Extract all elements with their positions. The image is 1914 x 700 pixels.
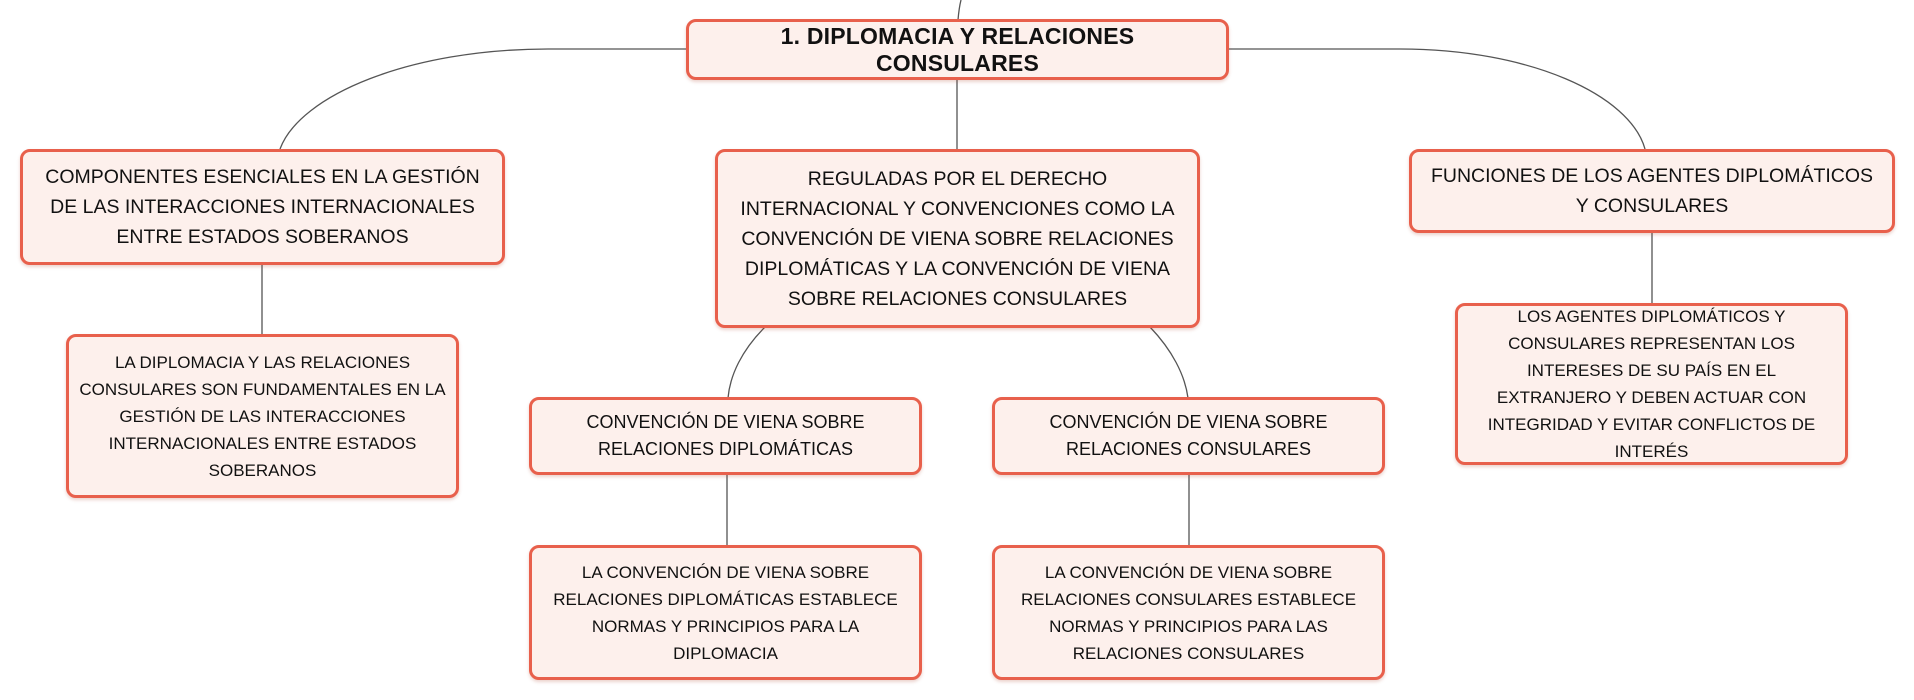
branch-topic-components-label: COMPONENTES ESENCIALES EN LA GESTIÓN DE … (45, 166, 480, 248)
branch-topic-functions-label: FUNCIONES DE LOS AGENTES DIPLOMÁTICOS Y … (1430, 165, 1874, 217)
connector-root-branch-3 (1228, 48, 1646, 150)
connector-branch-2-child-1 (727, 326, 766, 399)
branch-topic-components[interactable]: COMPONENTES ESENCIALES EN LA GESTIÓN DE … (20, 149, 505, 265)
root-topic[interactable]: 1. DIPLOMACIA Y RELACIONES CONSULARES (686, 19, 1229, 80)
branch-topic-regulation-label: REGULADAS POR EL DERECHO INTERNACIONAL Y… (740, 167, 1175, 310)
branch-topic-regulation[interactable]: REGULADAS POR EL DERECHO INTERNACIONAL Y… (715, 149, 1200, 328)
detail-diplomatic-convention[interactable]: LA CONVENCIÓN DE VIENA SOBRE RELACIONES … (529, 545, 922, 680)
detail-components-text: LA DIPLOMACIA Y LAS RELACIONES CONSULARE… (79, 352, 446, 480)
subtopic-consular-convention-label: CONVENCIÓN DE VIENA SOBRE RELACIONES CON… (1049, 412, 1328, 459)
detail-diplomatic-convention-text: LA CONVENCIÓN DE VIENA SOBRE RELACIONES … (553, 562, 898, 663)
detail-functions[interactable]: LOS AGENTES DIPLOMÁTICOS Y CONSULARES RE… (1455, 303, 1848, 465)
subtopic-diplomatic-convention[interactable]: CONVENCIÓN DE VIENA SOBRE RELACIONES DIP… (529, 397, 922, 475)
connector-root-parent (957, 0, 962, 21)
branch-topic-functions[interactable]: FUNCIONES DE LOS AGENTES DIPLOMÁTICOS Y … (1409, 149, 1895, 233)
subtopic-consular-convention[interactable]: CONVENCIÓN DE VIENA SOBRE RELACIONES CON… (992, 397, 1385, 475)
detail-consular-convention-text: LA CONVENCIÓN DE VIENA SOBRE RELACIONES … (1020, 562, 1357, 663)
subtopic-diplomatic-convention-label: CONVENCIÓN DE VIENA SOBRE RELACIONES DIP… (586, 412, 865, 459)
root-topic-label: 1. DIPLOMACIA Y RELACIONES CONSULARES (780, 22, 1135, 76)
connector-branch-2-child-2 (1149, 326, 1189, 399)
detail-functions-text: LOS AGENTES DIPLOMÁTICOS Y CONSULARES RE… (1487, 307, 1816, 461)
connector-root-branch-1 (279, 48, 686, 150)
detail-components[interactable]: LA DIPLOMACIA Y LAS RELACIONES CONSULARE… (66, 334, 459, 498)
detail-consular-convention[interactable]: LA CONVENCIÓN DE VIENA SOBRE RELACIONES … (992, 545, 1385, 680)
